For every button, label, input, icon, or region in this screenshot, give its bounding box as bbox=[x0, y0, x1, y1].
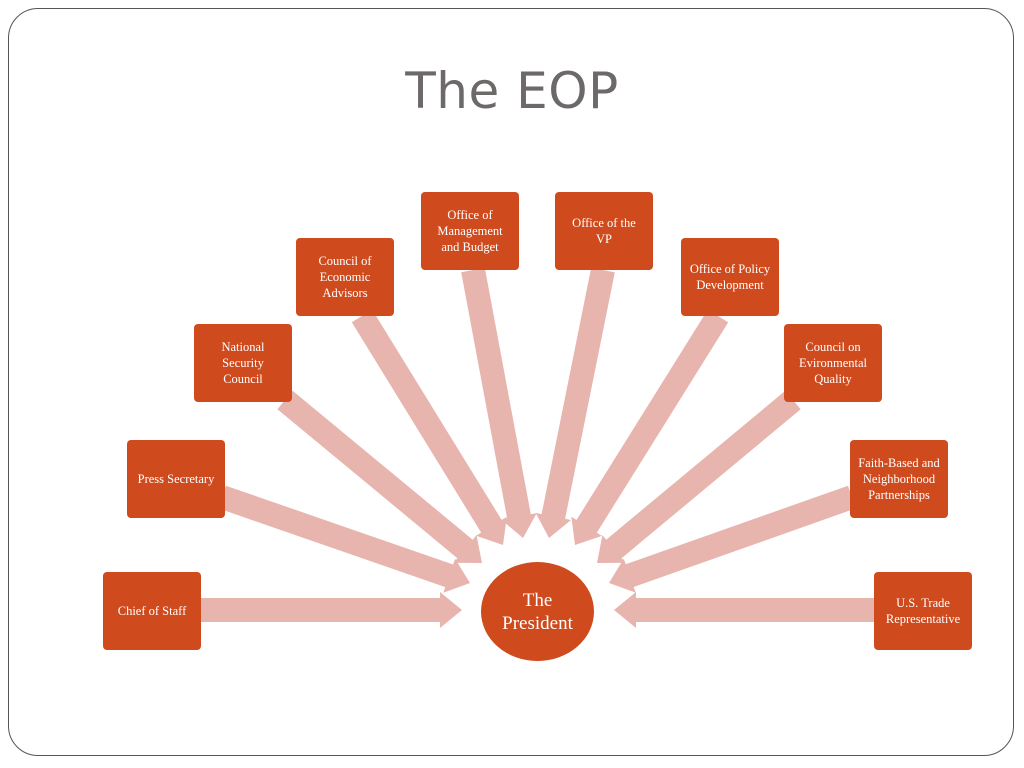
node-office-of-the-vp: Office of the VP bbox=[555, 192, 653, 270]
node-label: Office of the VP bbox=[572, 216, 636, 246]
arrow-press-secretary bbox=[218, 485, 470, 593]
node-label: Office of Management and Budget bbox=[437, 208, 503, 254]
center-node-the-president: The President bbox=[481, 562, 594, 661]
node-us-trade-representative: U.S. Trade Representative bbox=[874, 572, 972, 650]
arrow-us-trade-representative bbox=[614, 592, 876, 628]
arrow-office-of-management-and-budget bbox=[461, 267, 537, 538]
node-label: Council of Economic Advisors bbox=[318, 254, 372, 300]
arrow-national-security-council bbox=[277, 390, 482, 563]
node-office-of-management-and-budget: Office of Management and Budget bbox=[421, 192, 519, 270]
node-label: Faith-Based and Neighborhood Partnership… bbox=[858, 456, 940, 502]
arrow-office-of-the-vp bbox=[535, 267, 615, 538]
node-label: National Security Council bbox=[221, 340, 265, 386]
node-label: Press Secretary bbox=[137, 472, 215, 486]
node-national-security-council: National Security Council bbox=[194, 324, 292, 402]
arrow-faith-based-partnerships bbox=[609, 485, 856, 593]
node-label: Office of Policy Development bbox=[689, 262, 771, 292]
node-press-secretary: Press Secretary bbox=[127, 440, 225, 518]
node-office-of-policy-development: Office of Policy Development bbox=[681, 238, 779, 316]
node-council-of-economic-advisors: Council of Economic Advisors bbox=[296, 238, 394, 316]
node-label: Chief of Staff bbox=[117, 604, 187, 618]
arrow-council-on-environmental-quality bbox=[597, 390, 801, 563]
center-label: The President bbox=[502, 589, 573, 634]
arrow-council-of-economic-advisors bbox=[351, 309, 507, 545]
arrow-office-of-policy-development bbox=[571, 309, 729, 545]
arrow-chief-of-staff bbox=[200, 592, 462, 628]
node-label: U.S. Trade Representative bbox=[885, 596, 961, 626]
slide-title: The EOP bbox=[405, 62, 619, 120]
node-faith-based-partnerships: Faith-Based and Neighborhood Partnership… bbox=[850, 440, 948, 518]
node-chief-of-staff: Chief of Staff bbox=[103, 572, 201, 650]
node-label: Council on Evironmental Quality bbox=[798, 340, 868, 386]
node-council-on-environmental-quality: Council on Evironmental Quality bbox=[784, 324, 882, 402]
